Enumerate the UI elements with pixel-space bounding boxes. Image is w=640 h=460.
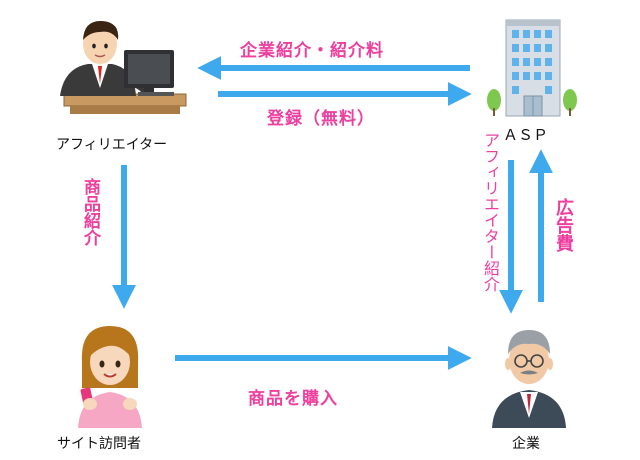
visitor-illustration [78, 326, 142, 428]
company-illustration [492, 330, 566, 428]
label-asp-to-company: アフィリエイター紹介 [481, 132, 500, 292]
label-affiliate-to-asp: 登録（無料） [267, 109, 375, 129]
label-asp-to-affiliate: 企業紹介・紹介料 [240, 41, 384, 61]
node-asp: ＡＳＰ [503, 126, 549, 144]
label-visitor-to-company: 商品を購入 [248, 389, 338, 409]
node-affiliate: アフィリエイター [56, 137, 168, 153]
label-company-to-asp: 広告費 [553, 198, 574, 252]
label-affiliate-to-visitor: 商品紹介 [80, 178, 100, 246]
affiliate-illustration [60, 20, 187, 114]
asp-building-illustration [487, 19, 577, 117]
node-company: 企業 [512, 436, 540, 452]
node-visitor: サイト訪問者 [57, 436, 141, 452]
